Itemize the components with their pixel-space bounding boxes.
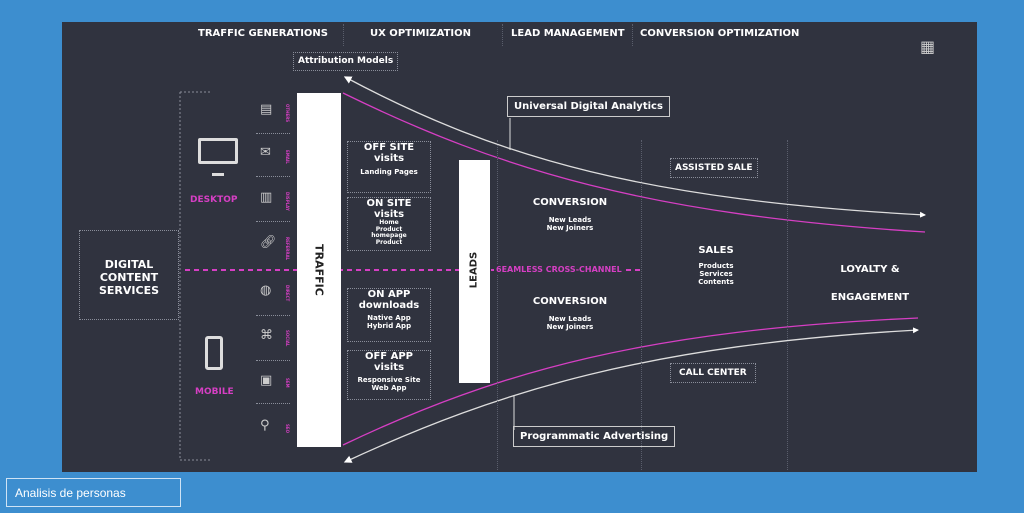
assisted-sale-label: ASSISTED SALE bbox=[670, 158, 758, 178]
text-label: visits bbox=[373, 362, 405, 373]
text-label: New Joiners bbox=[546, 323, 594, 331]
channel-label: SOCIAL bbox=[285, 330, 290, 347]
text-label: Native App bbox=[367, 314, 411, 322]
text-label: homepage bbox=[371, 232, 407, 239]
text-label: visits bbox=[373, 209, 405, 220]
text-label: ENGAGEMENT bbox=[830, 292, 910, 303]
header-traffic-generations: TRAFFIC GENERATIONS bbox=[198, 28, 328, 39]
display-icon: ▥ bbox=[260, 190, 273, 205]
caption-label: Analisis de personas bbox=[6, 478, 181, 507]
email-icon: ✉ bbox=[260, 145, 271, 160]
channel-label: EMAIL bbox=[285, 150, 290, 164]
top-white-curve bbox=[343, 76, 926, 216]
desktop-stand-icon bbox=[212, 164, 224, 176]
top-magenta-curve bbox=[342, 92, 926, 233]
mobile-icon bbox=[205, 336, 223, 370]
channel-label: OTHERS bbox=[285, 104, 290, 123]
social-icon: ⌘ bbox=[260, 328, 273, 343]
text-label: DIGITAL bbox=[104, 258, 154, 271]
text-label: visits bbox=[373, 153, 405, 164]
text-label: SERVICES bbox=[98, 284, 160, 297]
text-label: downloads bbox=[358, 300, 420, 311]
direct-icon: ◍ bbox=[260, 283, 272, 298]
text-label: Contents bbox=[698, 278, 734, 286]
programmatic-advertising-label: Programmatic Advertising bbox=[513, 426, 676, 447]
diagram-panel bbox=[62, 22, 977, 472]
text-label: TRAFFIC bbox=[312, 244, 326, 296]
text-label: New Leads bbox=[548, 216, 592, 224]
text-label: Product bbox=[375, 225, 403, 233]
text-label: CONVERSION bbox=[532, 296, 608, 307]
leads-bar: LEADS bbox=[459, 160, 490, 383]
header-lead-management: LEAD MANAGEMENT bbox=[511, 28, 625, 39]
header-conversion-optimization: CONVERSION OPTIMIZATION bbox=[640, 28, 800, 39]
text-label: OFF APP bbox=[364, 351, 414, 362]
desktop-icon bbox=[198, 138, 238, 164]
mobile-label: MOBILE bbox=[195, 387, 234, 397]
text-label: Home bbox=[379, 219, 399, 226]
text-label: Responsive Site bbox=[357, 376, 421, 384]
text-label: ON APP bbox=[367, 289, 411, 300]
building-icon: ▦ bbox=[920, 37, 935, 56]
channel-label: REFERRAL bbox=[285, 237, 290, 261]
desktop-label: DESKTOP bbox=[190, 195, 238, 205]
text-label: Landing Pages bbox=[360, 168, 418, 176]
text-label: Web App bbox=[371, 384, 407, 392]
text-label: Services bbox=[699, 270, 733, 278]
text-label: New Leads bbox=[548, 315, 592, 323]
attribution-models-label: Attribution Models bbox=[293, 52, 399, 71]
text-label: LEADS bbox=[468, 251, 480, 289]
text-label: SALES bbox=[698, 245, 734, 256]
channel-label: SEO bbox=[285, 424, 290, 434]
seo-search-icon: ⚲ bbox=[260, 418, 270, 433]
text-label: Product bbox=[375, 238, 403, 246]
text-label: Products bbox=[698, 262, 734, 270]
header-ux-optimization: UX OPTIMIZATION bbox=[370, 28, 471, 39]
call-center-label: CALL CENTER bbox=[670, 363, 756, 383]
traffic-bar: TRAFFIC bbox=[297, 93, 341, 447]
bottom-white-curve bbox=[343, 329, 919, 463]
text-label: New Joiners bbox=[546, 224, 594, 232]
others-icon: ▤ bbox=[260, 102, 273, 117]
text-label: ON SITE bbox=[366, 198, 412, 209]
referral-link-icon: 🔗︎ bbox=[260, 235, 277, 250]
sem-icon: ▣ bbox=[260, 373, 273, 388]
seamless-cross-channel-label: 6EAMLESS CROSS-CHANNEL bbox=[494, 265, 624, 274]
universal-digital-analytics-label: Universal Digital Analytics bbox=[507, 96, 670, 117]
bottom-magenta-curve bbox=[342, 317, 919, 446]
text-label: OFF SITE bbox=[363, 142, 415, 153]
channel-label: DISPLAY bbox=[285, 192, 290, 211]
text-label: LOYALTY & bbox=[840, 264, 900, 275]
text-label: CONTENT bbox=[99, 271, 159, 284]
loyalty-engagement: LOYALTY & ENGAGEMENT bbox=[820, 256, 920, 312]
channel-label: SEM bbox=[285, 378, 290, 388]
text-label: Hybrid App bbox=[366, 322, 412, 330]
channel-label: DIRECT bbox=[285, 285, 290, 302]
text-label: CONVERSION bbox=[532, 197, 608, 208]
